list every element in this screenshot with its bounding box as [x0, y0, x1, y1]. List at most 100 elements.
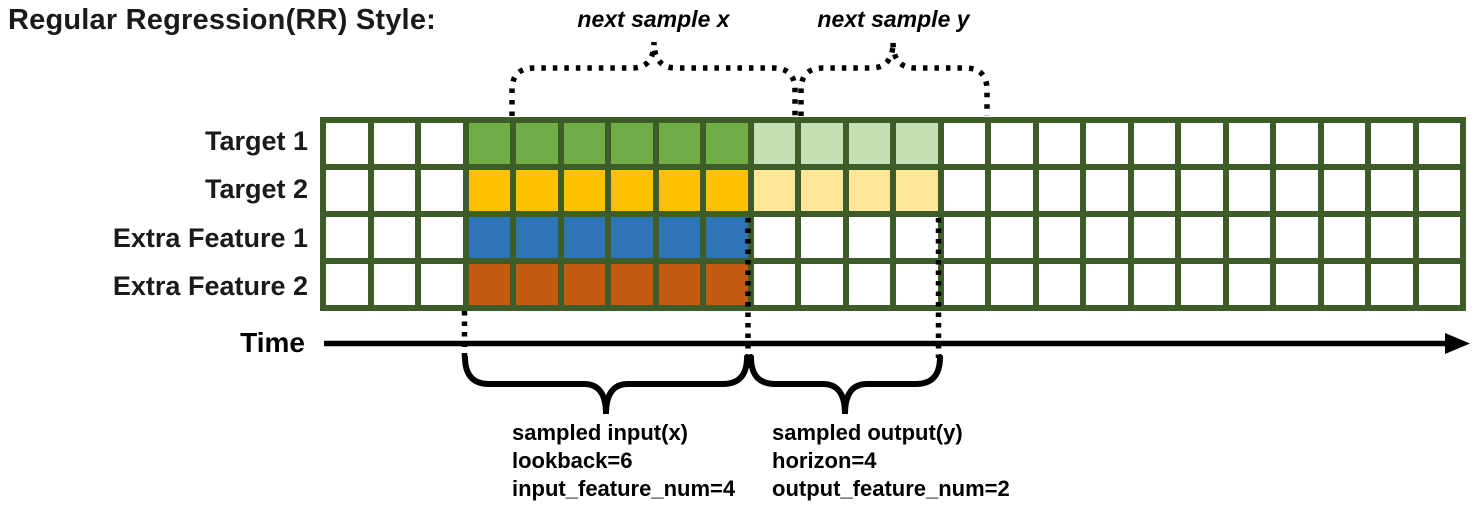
grid-cell — [1371, 264, 1413, 305]
grid-cell — [1086, 170, 1128, 211]
grid-cell — [516, 217, 558, 258]
grid-cell — [991, 123, 1033, 164]
grid-cell — [1276, 123, 1318, 164]
grid-cell — [1133, 264, 1175, 305]
row-label-extra-feature-1: Extra Feature 1 — [112, 222, 308, 253]
grid-cell — [1181, 217, 1223, 258]
grid-cell — [801, 217, 843, 258]
grid-cell — [563, 123, 605, 164]
sampled-input-line3: input_feature_num=4 — [512, 476, 736, 501]
grid-cell — [611, 123, 653, 164]
grid-cell — [1228, 170, 1270, 211]
row-labels: Target 1 Target 2 Extra Feature 1 Extra … — [0, 117, 308, 311]
grid-cell — [373, 264, 415, 305]
grid-cell — [1038, 217, 1080, 258]
grid-cell — [1418, 170, 1460, 211]
grid-cell — [1371, 170, 1413, 211]
grid-cell — [611, 264, 653, 305]
grid-cell — [658, 217, 700, 258]
grid-cell — [1133, 170, 1175, 211]
grid-cell — [421, 217, 463, 258]
grid-cell — [1181, 123, 1223, 164]
next-sample-y-brace — [798, 41, 990, 116]
grid-cell — [848, 264, 890, 305]
grid-cell — [943, 264, 985, 305]
grid-cell — [896, 170, 938, 211]
row-label-target-1: Target 1 — [204, 125, 308, 156]
grid-cell — [468, 264, 510, 305]
grid-cell — [563, 264, 605, 305]
grid-cell — [1086, 217, 1128, 258]
grid-cell — [1038, 170, 1080, 211]
grid-cell — [753, 170, 795, 211]
grid-cell — [706, 217, 748, 258]
grid-cell — [326, 217, 368, 258]
grid-cell — [1228, 217, 1270, 258]
grid-cell — [326, 170, 368, 211]
grid-cell — [468, 170, 510, 211]
grid-cell — [848, 123, 890, 164]
grid-cell — [1133, 123, 1175, 164]
grid-cell — [1323, 264, 1365, 305]
grid-cell — [326, 264, 368, 305]
grid-cell — [801, 123, 843, 164]
grid-cell — [658, 123, 700, 164]
grid-cell — [1323, 123, 1365, 164]
grid-cell — [1228, 264, 1270, 305]
grid-cell — [1371, 123, 1413, 164]
sampled-output-line1: sampled output(y) — [772, 420, 963, 445]
grid-cell — [1133, 217, 1175, 258]
grid-cell — [1418, 264, 1460, 305]
grid-cell — [1276, 264, 1318, 305]
grid-cell — [516, 123, 558, 164]
grid-cell — [1086, 123, 1128, 164]
grid-cell — [991, 217, 1033, 258]
grid-cell — [326, 123, 368, 164]
grid-cell — [1086, 264, 1128, 305]
next-sample-x-label: next sample x — [577, 6, 730, 32]
sampled-input-line2: lookback=6 — [512, 448, 633, 473]
grid-cell — [468, 217, 510, 258]
grid-cell — [563, 217, 605, 258]
grid-cell — [753, 217, 795, 258]
grid-cell — [421, 170, 463, 211]
grid-cell — [516, 264, 558, 305]
grid-cell — [848, 170, 890, 211]
grid-cell — [421, 264, 463, 305]
grid-cell — [373, 217, 415, 258]
next-sample-y-label: next sample y — [817, 6, 970, 32]
grid-cell — [1418, 123, 1460, 164]
grid-cell — [658, 170, 700, 211]
grid-cell — [1371, 217, 1413, 258]
grid-cell — [1276, 170, 1318, 211]
grid-cell — [1038, 264, 1080, 305]
grid-cell — [611, 217, 653, 258]
grid-cell — [611, 170, 653, 211]
time-axis-label: Time — [240, 327, 305, 358]
time-arrow-head — [1445, 333, 1470, 354]
sampled-input-brace — [462, 354, 750, 415]
grid-cell — [943, 217, 985, 258]
grid-cell — [563, 170, 605, 211]
grid-cell — [1181, 170, 1223, 211]
grid-cell — [373, 123, 415, 164]
next-sample-x-brace — [509, 41, 798, 116]
grid-cell — [1228, 123, 1270, 164]
grid-cell — [753, 123, 795, 164]
sampled-output-line2: horizon=4 — [772, 448, 877, 473]
grid-cell — [991, 264, 1033, 305]
grid-cell — [991, 170, 1033, 211]
grid-cell — [943, 123, 985, 164]
grid-cell — [706, 264, 748, 305]
sampled-output-line3: output_feature_num=2 — [772, 476, 1010, 501]
grid-cell — [753, 264, 795, 305]
grid-cell — [896, 123, 938, 164]
grid-cell — [896, 217, 938, 258]
grid-cell — [1418, 217, 1460, 258]
grid-cell — [848, 217, 890, 258]
time-series-grid — [320, 117, 1466, 311]
diagram-title: Regular Regression(RR) Style: — [8, 4, 436, 36]
grid-cell — [1038, 123, 1080, 164]
sampled-input-caption: sampled input(x) lookback=6 input_featur… — [512, 419, 735, 503]
